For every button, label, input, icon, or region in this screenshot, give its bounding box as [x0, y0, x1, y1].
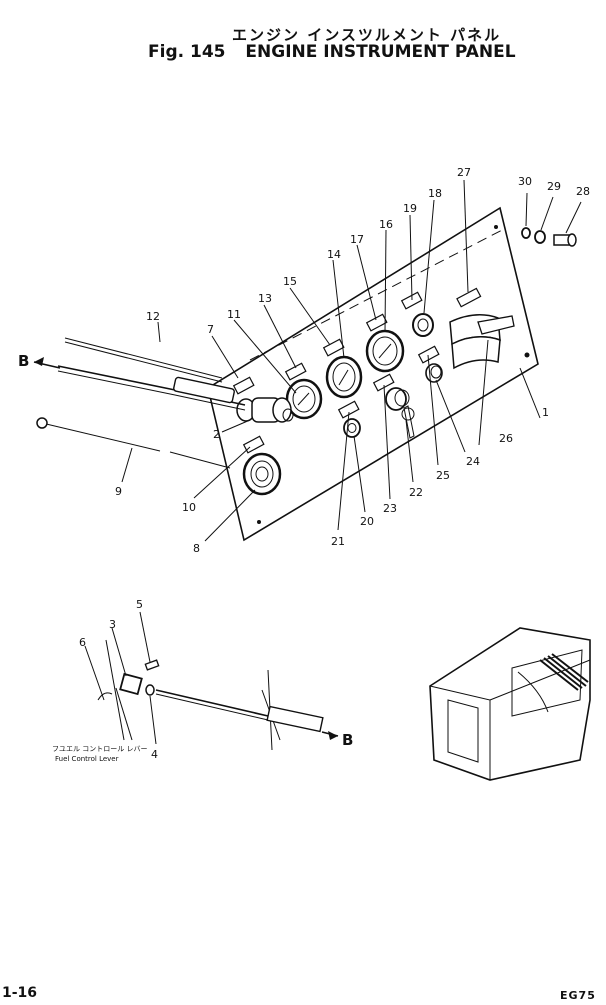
part-label: 29: [547, 180, 561, 193]
diagram-code: EG75: [560, 989, 596, 1002]
part-label: 30: [518, 175, 532, 188]
label-plate: [456, 287, 482, 308]
indicator-lamp-18: [412, 313, 434, 337]
starter-switch-23: [385, 387, 415, 439]
gauge-11: [285, 378, 323, 420]
part-label: 16: [379, 218, 393, 231]
part-label: 20: [360, 515, 374, 528]
figure-number: Fig. 145: [148, 42, 226, 62]
label-plate: [372, 373, 395, 392]
leader-lines-lower: [84, 611, 157, 745]
figure-title: Fig. 145 ENGINE INSTRUMENT PANEL: [148, 42, 516, 62]
panel-hole: [524, 352, 530, 358]
label-plate: [417, 345, 440, 364]
starter-key: [403, 405, 415, 439]
cable-12: [64, 337, 223, 379]
label-plate: [232, 376, 255, 395]
part-label: 27: [457, 166, 471, 179]
wire-9: [169, 451, 231, 469]
gauge-8: [242, 452, 282, 496]
wire-9: [41, 422, 161, 452]
part-label: 28: [576, 185, 590, 198]
push-button-24: [425, 363, 443, 383]
part-label: 25: [436, 469, 450, 482]
fuel-lever-caption-japanese: フユエル コントロール レバー: [52, 745, 148, 753]
arrow-b-label-top: B: [18, 352, 29, 370]
part-label: 11: [227, 308, 241, 321]
fuel-control-lever: [97, 639, 160, 741]
part-label: 26: [499, 432, 513, 445]
gauge-16: [365, 329, 405, 373]
label-plate: [284, 362, 307, 381]
part-label: 19: [403, 202, 417, 215]
panel-hole: [494, 225, 498, 229]
label-plate: [337, 400, 360, 419]
part-label: 7: [207, 323, 214, 336]
cable-12: [64, 341, 223, 383]
part-label: 6: [79, 636, 86, 649]
gauge-14: [325, 355, 363, 399]
wire-end-9: [36, 417, 48, 429]
title-japanese: エンジン インスツルメント パネル: [232, 26, 502, 44]
part-label: 2: [213, 428, 220, 441]
part-label: 8: [193, 542, 200, 555]
washer-29: [534, 230, 546, 244]
label-plate: [322, 338, 345, 357]
machine-cab-inset: [429, 627, 591, 781]
part-label: 22: [409, 486, 423, 499]
throttle-knob-2: [236, 397, 294, 423]
part-label: 24: [466, 455, 480, 468]
part-label: 23: [383, 502, 397, 515]
part-label: 4: [151, 748, 158, 761]
panel-fold-line: [249, 227, 507, 361]
part-labels: 1 2 3 4 5 6 7 8 9 10 11 12 13 14 15 16 1…: [79, 166, 590, 761]
part-label: 14: [327, 248, 341, 261]
washer-30: [521, 227, 531, 239]
pilot-lamp-20: [343, 418, 361, 438]
part-label: 17: [350, 233, 364, 246]
bolt-28: [553, 233, 577, 247]
cable-sleeve: [173, 376, 235, 404]
fuel-cable: [155, 693, 269, 721]
throttle-cable-b: [57, 370, 246, 411]
part-label: 12: [146, 310, 160, 323]
part-label: 18: [428, 187, 442, 200]
lever-assembly-26: [449, 314, 515, 370]
part-label: 15: [283, 275, 297, 288]
label-plate: [400, 291, 423, 310]
part-label: 9: [115, 485, 122, 498]
part-label: 13: [258, 292, 272, 305]
figure-name: ENGINE INSTRUMENT PANEL: [245, 42, 516, 62]
instrument-panel-plate: [207, 206, 539, 542]
fuel-cable: [155, 689, 269, 717]
part-label: 1: [542, 406, 549, 419]
part-label: 5: [136, 598, 143, 611]
leader-lines: [121, 179, 582, 542]
part-label: 21: [331, 535, 345, 548]
fuel-lever-caption: Fuel Control Lever: [55, 755, 119, 763]
panel-hole: [257, 520, 261, 524]
part-label: 3: [109, 618, 116, 631]
arrow-b-label-bottom: B: [342, 731, 353, 749]
page-number: 1-16: [2, 985, 38, 1001]
part-label: 10: [182, 501, 196, 514]
fuel-cable-sleeve: [266, 705, 324, 733]
